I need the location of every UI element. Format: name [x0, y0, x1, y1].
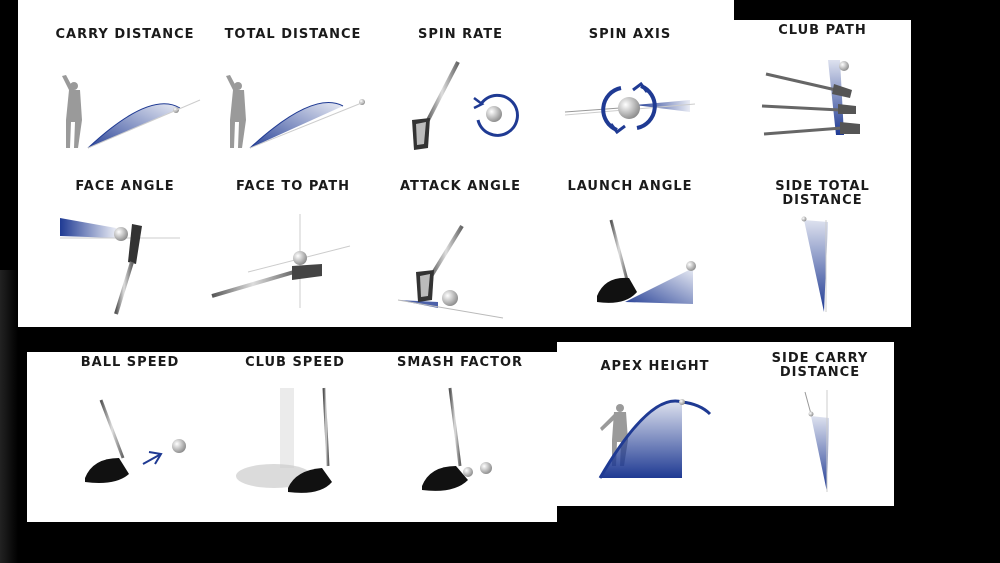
tile-smash-factor: SMASH FACTOR — [380, 348, 540, 508]
tile-carry-distance: CARRY DISTANCE — [40, 20, 210, 170]
face-to-path-illustration — [211, 214, 351, 308]
side-carry-distance-illustration — [804, 390, 829, 492]
club-path-illustration — [761, 60, 860, 136]
tile-label: CARRY DISTANCE — [55, 27, 195, 42]
rotation-arrows-icon — [601, 81, 657, 135]
tile-launch-angle: LAUNCH ANGLE — [545, 172, 715, 322]
tile-side-carry-distance: SIDE CARRY DISTANCE — [745, 346, 895, 501]
speed-arrow-icon — [142, 451, 163, 465]
tile-label: SIDE TOTAL DISTANCE — [775, 179, 870, 208]
tile-side-total-distance: SIDE TOTAL DISTANCE — [740, 172, 905, 322]
launch-angle-illustration — [597, 219, 696, 304]
tile-total-distance: TOTAL DISTANCE — [208, 20, 378, 170]
tile-apex-height: APEX HEIGHT — [570, 352, 740, 502]
tile-label: SPIN AXIS — [588, 27, 672, 42]
tile-label: FACE ANGLE — [75, 179, 175, 194]
attack-angle-illustration — [397, 224, 504, 319]
total-distance-illustration — [226, 75, 365, 149]
club-shafts — [761, 72, 860, 136]
tile-label: SIDE CARRY DISTANCE — [771, 351, 869, 380]
tile-attack-angle: ATTACK ANGLE — [378, 172, 543, 322]
tile-label: APEX HEIGHT — [600, 359, 710, 374]
spin-arrow-icon — [473, 93, 519, 137]
smash-factor-illustration — [422, 387, 492, 491]
face-angle-illustration — [60, 218, 180, 315]
spin-axis-illustration — [564, 81, 696, 135]
spin-rate-illustration — [412, 61, 519, 150]
tile-label: SMASH FACTOR — [396, 355, 524, 370]
tile-label: ATTACK ANGLE — [399, 179, 522, 194]
apex-height-illustration — [598, 399, 712, 479]
golfer-figure — [226, 75, 246, 148]
club-iron — [412, 61, 460, 150]
tile-ball-speed: BALL SPEED — [45, 348, 215, 508]
tile-label: TOTAL DISTANCE — [224, 27, 362, 42]
left-edge-shadow — [0, 270, 18, 563]
tile-spin-rate: SPIN RATE — [378, 20, 543, 170]
club-speed-illustration — [236, 387, 332, 493]
side-total-distance-illustration — [801, 216, 828, 312]
tile-face-angle: FACE ANGLE — [40, 172, 210, 322]
tile-label: SPIN RATE — [418, 27, 503, 42]
carry-distance-illustration — [62, 75, 201, 149]
ball-speed-illustration — [85, 399, 186, 483]
tile-club-path: CLUB PATH — [740, 20, 905, 170]
tile-face-to-path: FACE TO PATH — [208, 172, 378, 322]
tile-club-speed: CLUB SPEED — [210, 348, 380, 508]
golfer-figure — [62, 75, 82, 148]
metrics-panel-top — [18, 0, 734, 327]
tile-label: BALL SPEED — [80, 355, 180, 370]
tile-label: LAUNCH ANGLE — [567, 179, 693, 194]
tile-label: CLUB PATH — [778, 23, 867, 38]
tile-spin-axis: SPIN AXIS — [545, 20, 715, 170]
tile-label: FACE TO PATH — [236, 179, 350, 194]
tile-label: CLUB SPEED — [245, 355, 345, 370]
